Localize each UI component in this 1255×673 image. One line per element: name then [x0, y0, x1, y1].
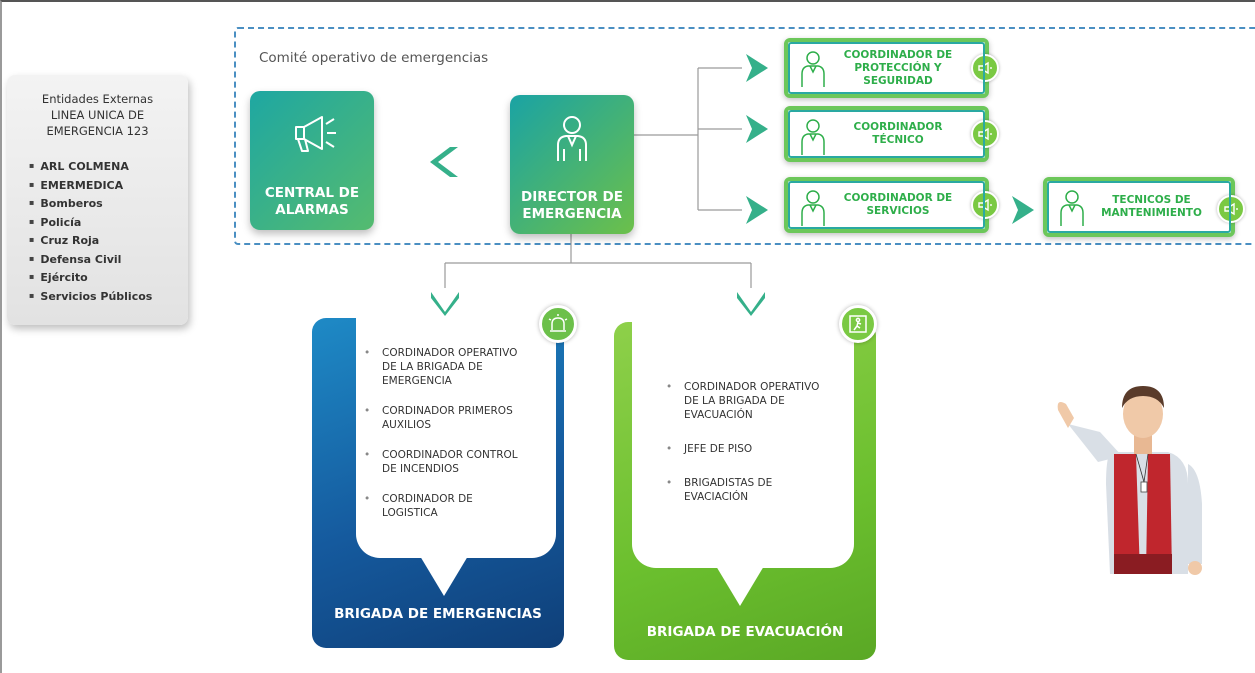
label-line: TECNICOS DE	[1112, 194, 1191, 206]
item-line: JEFE DE PISO	[684, 443, 753, 455]
coordinator-label: TECNICOS DE MANTENIMIENTO	[1089, 181, 1214, 233]
chevron-left-icon	[430, 147, 458, 177]
list-item: JEFE DE PISO	[664, 442, 864, 456]
brigada-emergencias-list: CORDINADOR OPERATIVO DE LA BRIGADA DE EM…	[362, 346, 552, 520]
item-line: CORDINADOR DE	[382, 493, 473, 505]
item-line: CORDINADOR OPERATIVO	[382, 347, 518, 359]
list-item: Bomberos	[29, 195, 152, 214]
person-icon	[801, 119, 825, 155]
coordinator-label: COORDINADOR DE PROTECCIÓN Y SEGURIDAD	[833, 42, 963, 94]
item-line: COORDINADOR CONTROL	[382, 449, 518, 461]
chevron-right-icon	[746, 196, 768, 224]
megaphone-icon	[971, 191, 999, 219]
card-pointer	[420, 556, 468, 596]
item-line: DE INCENDIOS	[382, 463, 459, 475]
central-alarmas-label: CENTRAL DE ALARMAS	[250, 185, 374, 219]
item-line: EVACUACIÓN	[684, 409, 753, 421]
list-item: Defensa Civil	[29, 251, 152, 270]
list-item: EMERMEDICA	[29, 177, 152, 196]
coordinator-tecnico-box: COORDINADOR TÉCNICO	[784, 106, 999, 162]
chevron-down-icon	[737, 292, 765, 316]
label-line: EMERGENCIA	[522, 206, 622, 222]
chevron-right-icon	[746, 115, 768, 143]
list-item: Servicios Públicos	[29, 288, 152, 307]
chevron-right-icon	[1012, 196, 1034, 224]
committee-boundary	[234, 27, 1255, 245]
committee-title: Comité operativo de emergencias	[259, 50, 489, 66]
chevron-right-icon	[746, 54, 768, 82]
item-line: DE LA BRIGADA DE	[382, 361, 483, 373]
label-line: SEGURIDAD	[863, 74, 933, 87]
label-line: TÉCNICO	[872, 134, 924, 146]
label-line: MANTENIMIENTO	[1101, 207, 1202, 219]
megaphone-icon	[1217, 195, 1245, 223]
person-icon	[1060, 190, 1084, 226]
item-line: EMERGENCIA	[382, 375, 452, 387]
brigada-evacuacion-title: BRIGADA DE EVACUACIÓN	[646, 624, 844, 640]
list-item: CORDINADOR OPERATIVO DE LA BRIGADA DE EM…	[362, 346, 552, 388]
label-line: COORDINADOR DE	[843, 48, 953, 61]
list-item: Policía	[29, 214, 152, 233]
item-line: AUXILIOS	[382, 419, 432, 431]
item-line: LOGISTICA	[382, 507, 438, 519]
brigada-emergencias-panel: CORDINADOR OPERATIVO DE LA BRIGADA DE EM…	[312, 318, 564, 648]
label-line: DIRECTOR DE	[521, 189, 623, 205]
coordinator-label: COORDINADOR DE SERVICIOS	[833, 181, 963, 229]
director-box: DIRECTOR DE EMERGENCIA	[510, 95, 634, 234]
list-item: BRIGADISTAS DE EVACIACIÓN	[664, 476, 864, 504]
coordinator-proteccion-box: COORDINADOR DE PROTECCIÓN Y SEGURIDAD	[784, 38, 999, 98]
list-item: CORDINADOR DE LOGISTICA	[362, 492, 552, 520]
external-title-line: Entidades Externas	[41, 92, 154, 106]
list-item: COORDINADOR CONTROL DE INCENDIOS	[362, 448, 552, 476]
brigada-emergencias-title: BRIGADA DE EMERGENCIAS	[334, 606, 542, 622]
external-entities-list: ARL COLMENA EMERMEDICA Bomberos Policía …	[29, 158, 152, 306]
item-line: CORDINADOR OPERATIVO	[684, 381, 820, 393]
label-line: COORDINADOR	[853, 121, 943, 133]
person-icon	[557, 116, 587, 161]
list-item: Cruz Roja	[29, 232, 152, 251]
item-line: EVACIACIÓN	[684, 491, 749, 503]
external-entities-title: Entidades Externas LINEA UNICA DE EMERGE…	[7, 91, 188, 139]
item-line: BRIGADISTAS DE	[684, 477, 773, 489]
exit-icon	[839, 305, 877, 343]
brigada-evacuacion-panel: CORDINADOR OPERATIVO DE LA BRIGADA DE EV…	[614, 322, 876, 660]
director-label: DIRECTOR DE EMERGENCIA	[510, 189, 634, 223]
item-line: DE LA BRIGADA DE	[684, 395, 785, 407]
card-pointer	[716, 566, 764, 606]
tecnicos-mantenimiento-box: TECNICOS DE MANTENIMIENTO	[1043, 177, 1245, 237]
item-line: CORDINADOR PRIMEROS	[382, 405, 513, 417]
central-alarmas-box: CENTRAL DE ALARMAS	[250, 91, 374, 230]
brigada-evacuacion-list: CORDINADOR OPERATIVO DE LA BRIGADA DE EV…	[664, 380, 864, 504]
person-icon	[801, 190, 825, 226]
megaphone-icon	[295, 116, 336, 152]
external-title-line: LINEA UNICA DE	[50, 108, 145, 122]
external-title-line: EMERGENCIA 123	[46, 124, 149, 138]
person-icon	[801, 51, 825, 87]
label-line: CENTRAL DE	[264, 185, 360, 201]
list-item: ARL COLMENA	[29, 158, 152, 177]
label-line: COORDINADOR DE	[843, 192, 953, 204]
list-item: CORDINADOR OPERATIVO DE LA BRIGADA DE EV…	[664, 380, 864, 422]
coordinator-servicios-box: COORDINADOR DE SERVICIOS	[784, 177, 999, 233]
label-line: ALARMAS	[275, 202, 349, 218]
megaphone-icon	[971, 54, 999, 82]
chevron-down-icon	[431, 292, 459, 316]
list-item: CORDINADOR PRIMEROS AUXILIOS	[362, 404, 552, 432]
label-line: PROTECCIÓN Y	[854, 61, 942, 74]
megaphone-icon	[971, 120, 999, 148]
guide-person-illustration	[1057, 386, 1202, 575]
external-entities-card: Entidades Externas LINEA UNICA DE EMERGE…	[7, 75, 188, 325]
label-line: SERVICIOS	[866, 205, 930, 217]
siren-icon	[539, 305, 577, 343]
coordinator-label: COORDINADOR TÉCNICO	[833, 110, 963, 158]
list-item: Ejército	[29, 269, 152, 288]
